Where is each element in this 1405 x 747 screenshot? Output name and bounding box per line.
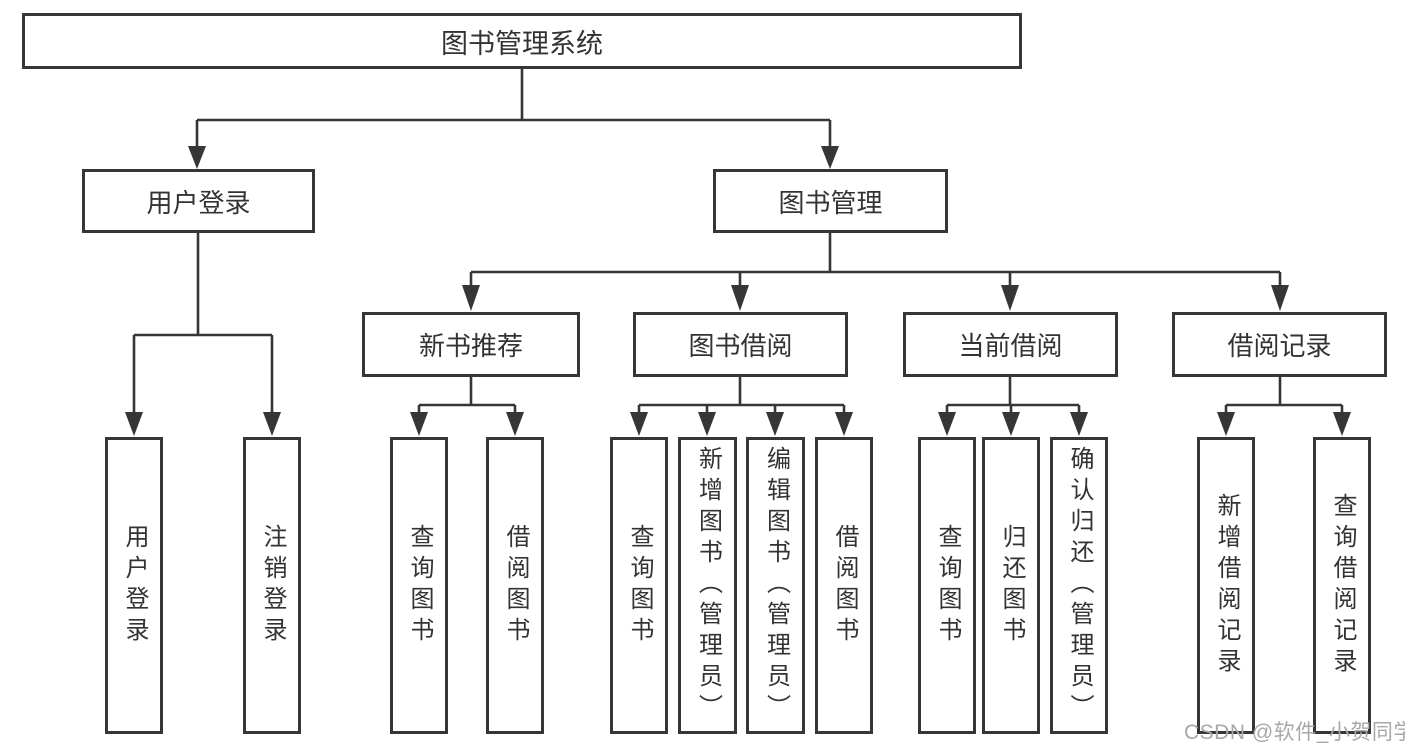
leaf-query-books-3: 查询图书 bbox=[918, 437, 976, 734]
leaf-confirm-return-admin: 确认归还（管理员） bbox=[1050, 437, 1108, 734]
leaf-query-borrow-record: 查询借阅记录 bbox=[1313, 437, 1371, 734]
node-book-borrowing: 图书借阅 bbox=[633, 312, 848, 377]
leaf-add-borrow-record: 新增借阅记录 bbox=[1197, 437, 1255, 734]
leaf-user-login: 用户登录 bbox=[105, 437, 163, 734]
leaf-borrow-books-1: 借阅图书 bbox=[486, 437, 544, 734]
node-current-borrowing: 当前借阅 bbox=[903, 312, 1118, 377]
leaf-query-books-1: 查询图书 bbox=[390, 437, 448, 734]
node-book-management-branch: 图书管理 bbox=[713, 169, 948, 233]
node-borrowing-records: 借阅记录 bbox=[1172, 312, 1387, 377]
leaf-query-books-2: 查询图书 bbox=[610, 437, 668, 734]
leaf-borrow-books-2: 借阅图书 bbox=[815, 437, 873, 734]
leaf-return-books: 归还图书 bbox=[982, 437, 1040, 734]
leaf-edit-books-admin: 编辑图书（管理员） bbox=[746, 437, 805, 734]
node-new-book-recommendation: 新书推荐 bbox=[362, 312, 580, 377]
leaf-add-books-admin: 新增图书（管理员） bbox=[678, 437, 737, 734]
node-library-management-system: 图书管理系统 bbox=[22, 13, 1022, 69]
leaf-logout: 注销登录 bbox=[243, 437, 301, 734]
node-user-login-branch: 用户登录 bbox=[82, 169, 315, 233]
watermark: CSDN @软件_小贺同学 bbox=[1184, 721, 1405, 744]
